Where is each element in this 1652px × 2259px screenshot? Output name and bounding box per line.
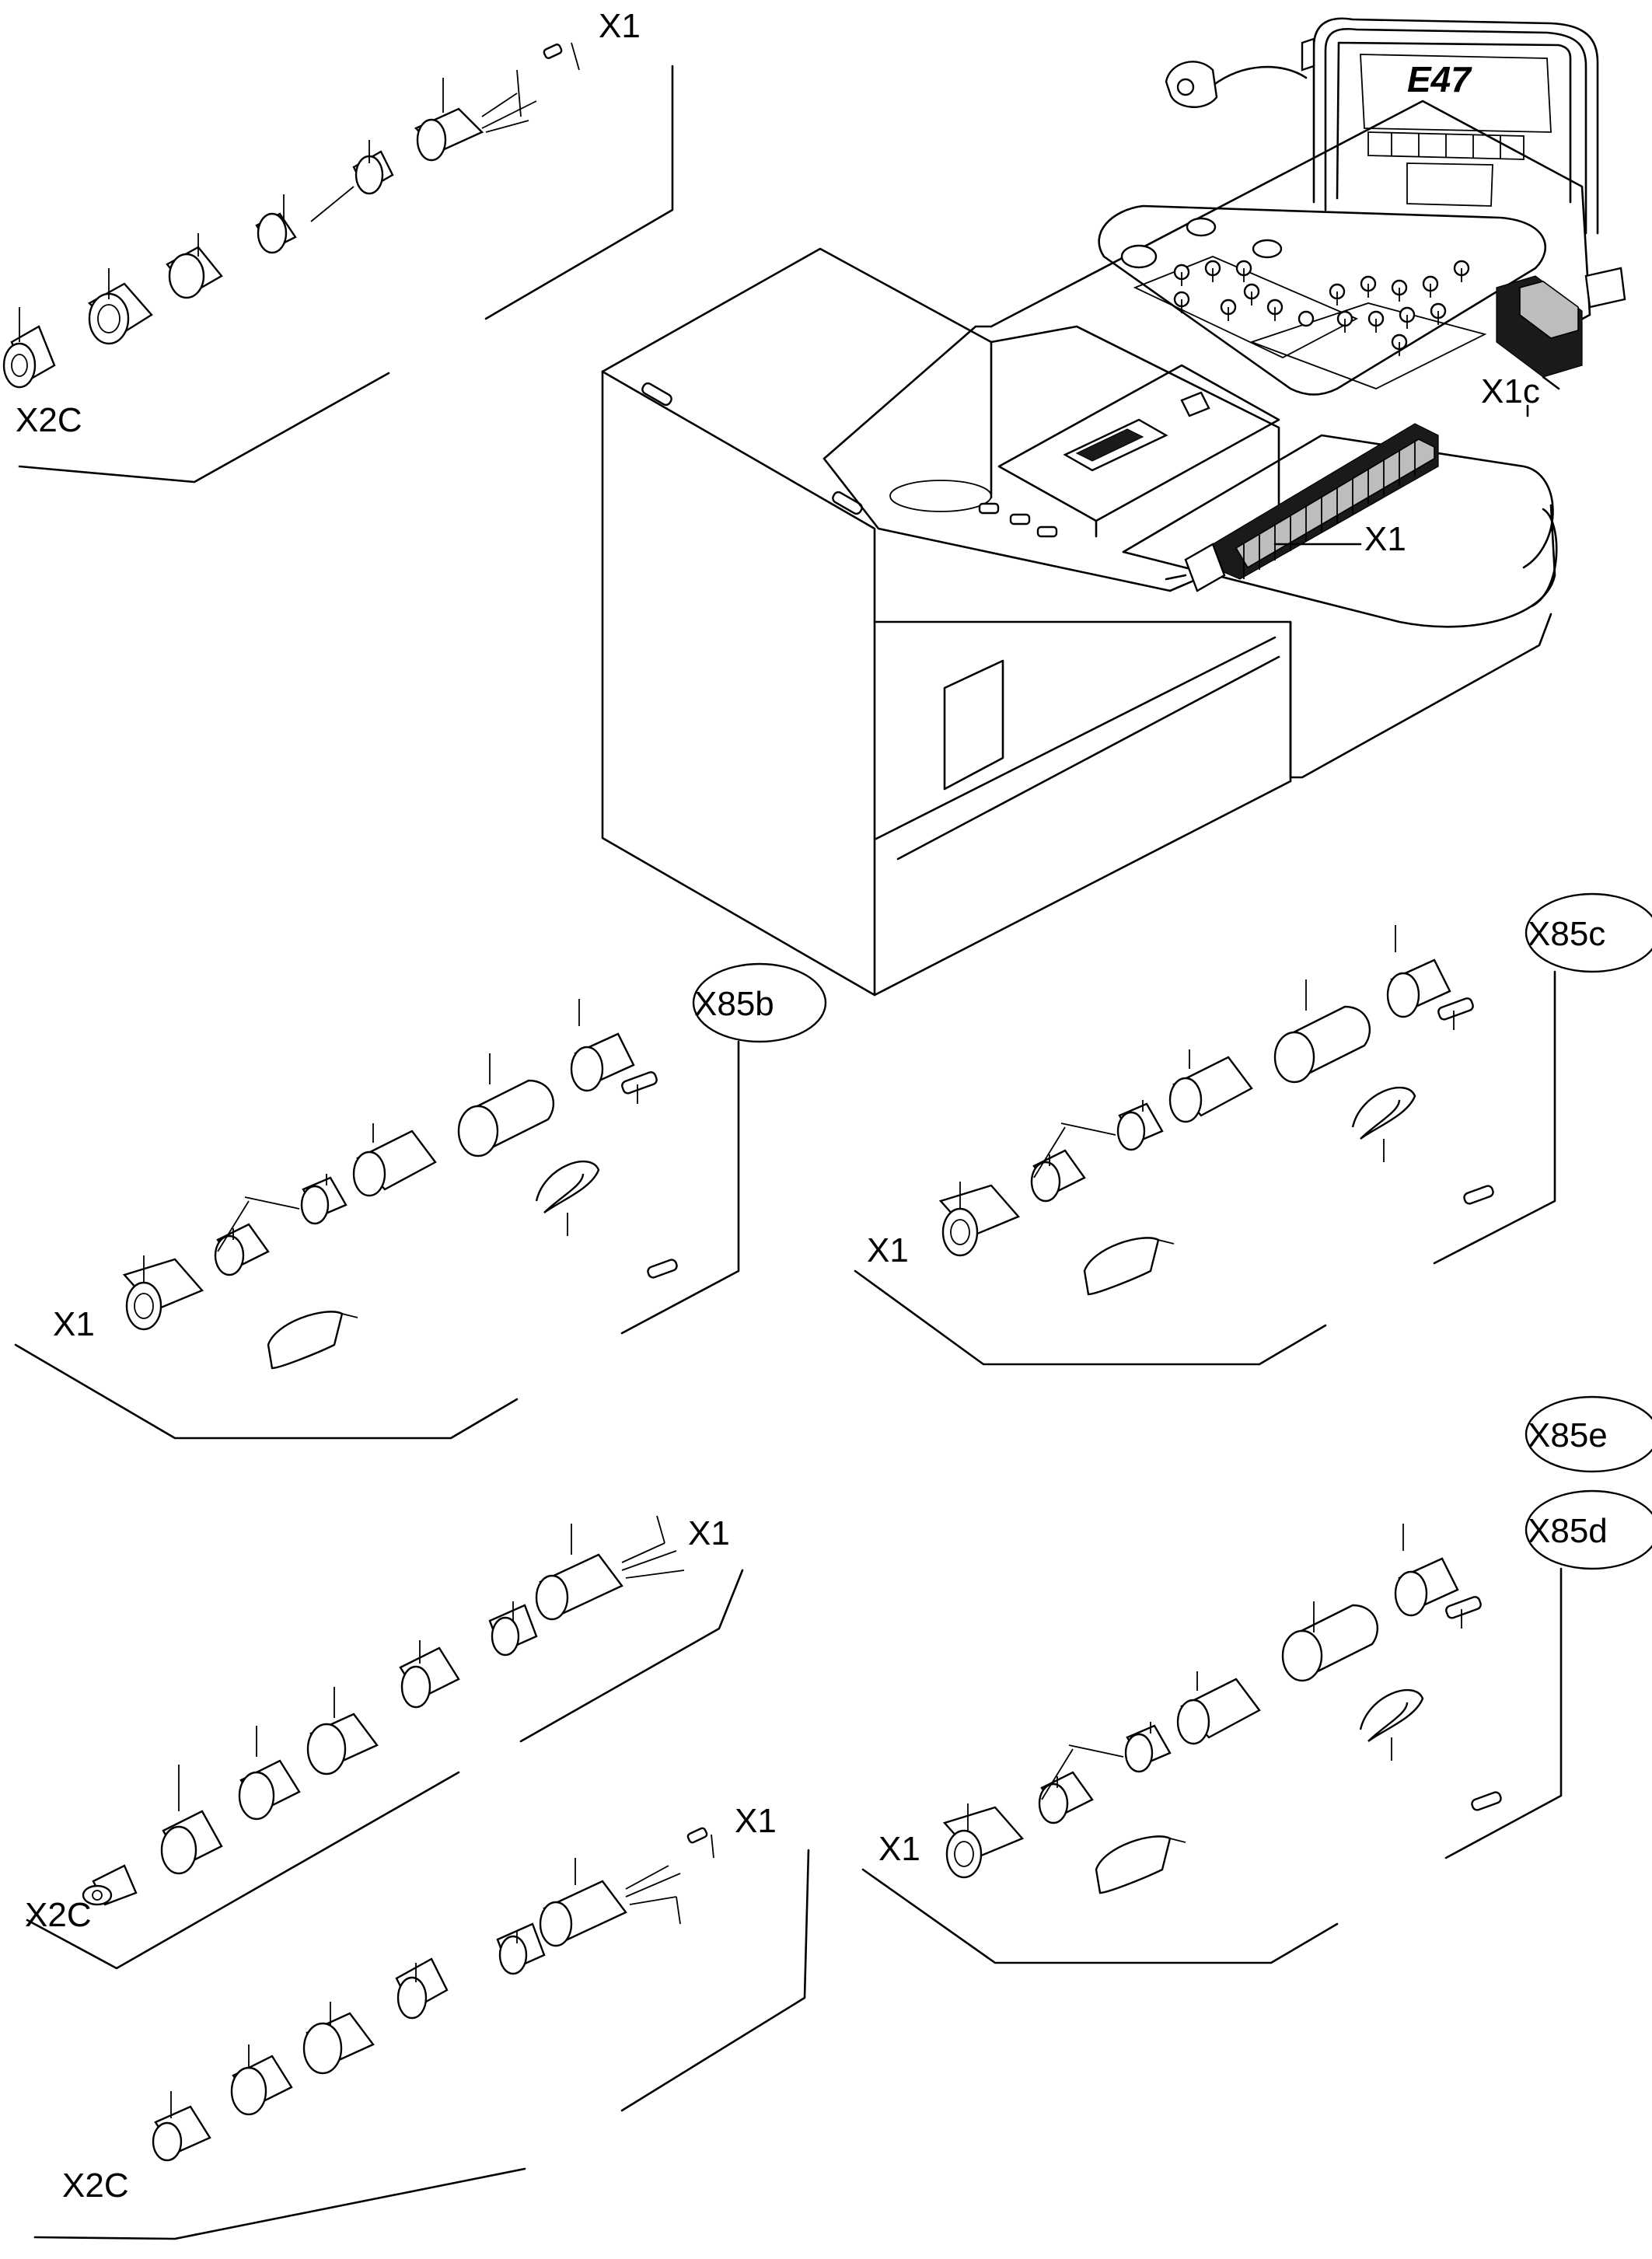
x85d-label: X85d [1528, 1512, 1608, 1550]
x85d-parts [942, 1524, 1502, 1894]
x85c-x1-label: X1 [867, 1231, 909, 1269]
bottom-assembly: X1 X2C [33, 1802, 810, 2240]
mid-left-parts [82, 1515, 685, 1906]
x1c-connector-block: X1c [1481, 267, 1626, 417]
x85c-parts [938, 925, 1494, 1296]
x85d-x1-label: X1 [878, 1830, 920, 1868]
x1-terminal-strip: X1 [1165, 423, 1439, 592]
x85e-callout [1525, 1395, 1652, 1473]
x85c-label: X85c [1528, 915, 1605, 953]
x85e-label: X85e [1528, 1416, 1608, 1454]
module-x1-label: X1 [1364, 520, 1406, 558]
x85b-callout [692, 962, 827, 1043]
x85b-parts [122, 999, 678, 1370]
top-left-assembly: X1 X2C [2, 7, 674, 484]
mid-left-x2c-label: X2C [25, 1896, 92, 1934]
x85c-callout [1525, 892, 1652, 973]
mid-left-x1-label: X1 [688, 1514, 730, 1552]
top-left-x2c-label: X2C [16, 401, 82, 439]
x85b-label: X85b [694, 985, 774, 1023]
machine-housing: E47 X1c X1 [601, 17, 1626, 997]
bottom-x2c-label: X2C [62, 2166, 129, 2205]
x85c-assembly: X85c X1 [854, 892, 1652, 1366]
x85b-x1-label: X1 [53, 1305, 95, 1343]
display-cable [1165, 61, 1308, 108]
top-left-x1-label: X1 [599, 7, 641, 45]
display-unit-e47: E47 [1301, 17, 1599, 235]
x85d-callout [1525, 1489, 1652, 1570]
top-left-parts [2, 42, 580, 389]
x1c-label: X1c [1481, 372, 1540, 410]
bottom-x1-label: X1 [735, 1802, 777, 1840]
display-label: E47 [1407, 59, 1472, 100]
panel-knobs [1120, 217, 1470, 356]
mid-left-assembly: X1 X2C [25, 1514, 744, 1970]
x85d-assembly: X85e X85d X1 [861, 1395, 1652, 1964]
x85b-assembly: X85b X1 [14, 962, 827, 1440]
bottom-parts [152, 1827, 714, 2162]
